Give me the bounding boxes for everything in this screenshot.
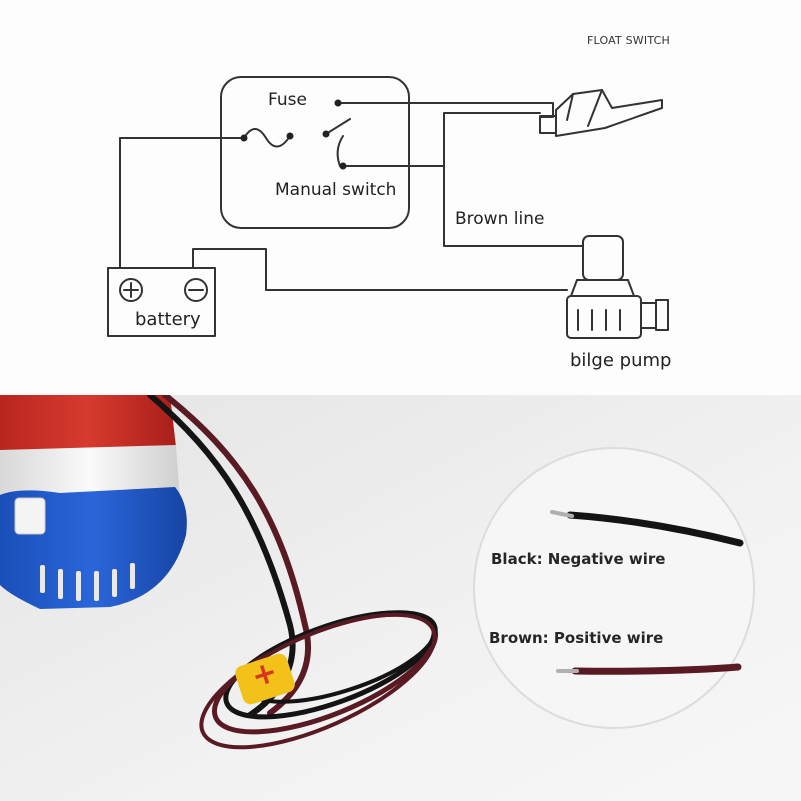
product-photo-illustration (0, 395, 801, 801)
fuse-label: Fuse (268, 90, 307, 110)
battery-box (107, 267, 216, 337)
float-switch-label: FLOAT SWITCH (587, 34, 670, 47)
brown-wire (556, 663, 742, 675)
battery-positive-terminal (119, 278, 143, 302)
manual-switch-contact (336, 135, 344, 167)
wire-brown-line (443, 165, 584, 247)
switch-box (220, 76, 410, 229)
product-photo: + Black: Negative wire Brown: Positive w… (0, 395, 801, 801)
plus-icon (123, 282, 139, 298)
fuse-symbol (243, 128, 291, 148)
wire-to-float-switch (337, 102, 554, 118)
wire-switch-out (342, 112, 541, 167)
float-switch-icon (539, 89, 663, 137)
brown-wire-label: Brown: Positive wire (489, 629, 664, 647)
manual-switch-label: Manual switch (275, 180, 397, 200)
bilge-pump (0, 395, 187, 609)
wiring-diagram: FLOAT SWITCH Fuse Manual switch Brown li… (0, 0, 801, 395)
wiring-diagram-lines (107, 76, 669, 339)
manual-switch-blade (325, 118, 351, 135)
wire-battery-negative (192, 248, 568, 291)
wire-detail-inset (473, 447, 755, 729)
black-wire (550, 510, 744, 547)
positive-wire-tag (235, 653, 295, 705)
wire-battery-positive (119, 137, 245, 269)
black-wire-label: Black: Negative wire (491, 550, 666, 568)
battery-label: battery (135, 309, 201, 330)
bilge-pump-icon (566, 235, 669, 339)
bilge-pump-label: bilge pump (570, 350, 672, 371)
brown-line-label: Brown line (455, 209, 545, 229)
battery-negative-terminal (184, 278, 208, 302)
